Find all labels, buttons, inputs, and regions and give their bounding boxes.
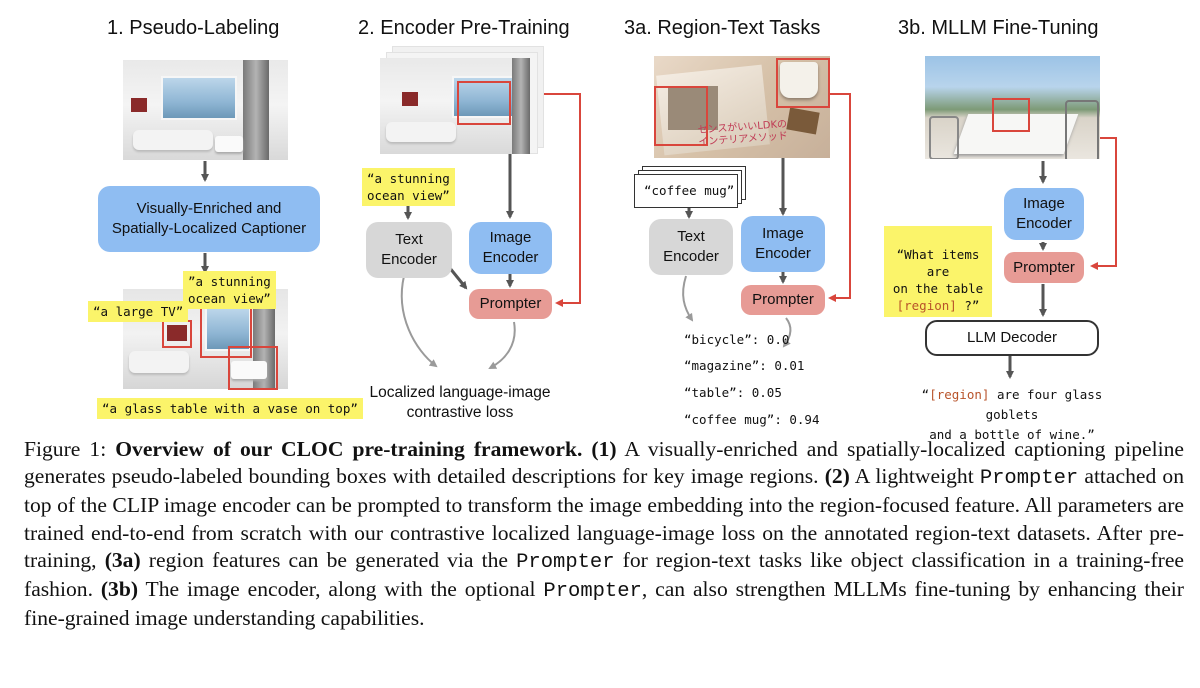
- p3a-score-row: “bicycle”: 0.0: [684, 332, 790, 347]
- p1-label-tv: “a large TV”: [88, 301, 189, 322]
- p3a-magazine-image: センスがいいLDKの インテリアメソッド: [654, 56, 830, 158]
- p3a-text-encoder: Text Encoder: [649, 219, 733, 275]
- p3a-red-region-arrow: [828, 93, 851, 302]
- panel1-title: 1. Pseudo-Labeling: [107, 17, 280, 39]
- p1-tv-region-box: [162, 320, 192, 348]
- p3a-magazine-text: センスがいいLDKの インテリアメソッド: [697, 118, 789, 149]
- p2-prompt-text: “a stunning ocean view”: [362, 168, 455, 206]
- p2-text-encoder: Text Encoder: [366, 222, 452, 278]
- p3b-terrace-image: [925, 56, 1100, 159]
- p3a-mug-region-box: [776, 58, 830, 108]
- p3b-prompter: Prompter: [1004, 252, 1084, 283]
- p3a-score-row: “coffee mug”: 0.94: [684, 412, 820, 427]
- p1-room-image: [123, 60, 288, 160]
- p1-captioner-box: Visually-Enriched and Spatially-Localize…: [98, 186, 320, 252]
- p3a-query-doc: [634, 174, 738, 208]
- p2-prompter: Prompter: [469, 289, 552, 319]
- panel3a-title: 3a. Region-Text Tasks: [624, 17, 821, 39]
- p3a-score-row: “table”: 0.05: [684, 385, 782, 400]
- p3a-gray-arrow-prompter: [782, 317, 792, 348]
- p1-label-ocean: ”a stunning ocean view”: [183, 271, 276, 309]
- p3b-question-region-token: [region]: [896, 298, 957, 313]
- p2-room-image: [380, 58, 530, 154]
- p2-gray-arrow-prompter-loss: [488, 321, 516, 369]
- p3a-image-encoder: Image Encoder: [741, 216, 825, 272]
- p2-image-encoder: Image Encoder: [469, 222, 552, 274]
- p3a-magazine-region-box: [654, 86, 708, 146]
- p3a-score-row: “magazine”: 0.01: [684, 358, 805, 373]
- p1-table-region-box: [228, 346, 278, 390]
- p3b-image-encoder: Image Encoder: [1004, 188, 1084, 240]
- p3b-answer-region-token: [region]: [929, 387, 990, 402]
- p2-gray-arrow-text-loss: [400, 275, 438, 368]
- p3a-query-text: “coffee mug”: [644, 183, 735, 198]
- panel2-title: 2. Encoder Pre-Training: [358, 17, 570, 39]
- p3a-prompter: Prompter: [741, 285, 825, 315]
- figure-caption: Figure 1: Overview of our CLOC pre-train…: [24, 437, 1185, 631]
- p1-label-table: “a glass table with a vase on top”: [97, 398, 363, 419]
- p3b-llm-decoder: LLM Decoder: [925, 320, 1099, 356]
- p2-red-region-arrow: [512, 93, 581, 307]
- p3a-gray-arrow-text: [682, 275, 694, 322]
- p3b-region-box: [992, 98, 1030, 132]
- panel3b-title: 3b. MLLM Fine-Tuning: [898, 17, 1099, 39]
- p2-loss-label: Localized language-image contrastive los…: [369, 384, 551, 421]
- p2-region-box: [457, 81, 511, 125]
